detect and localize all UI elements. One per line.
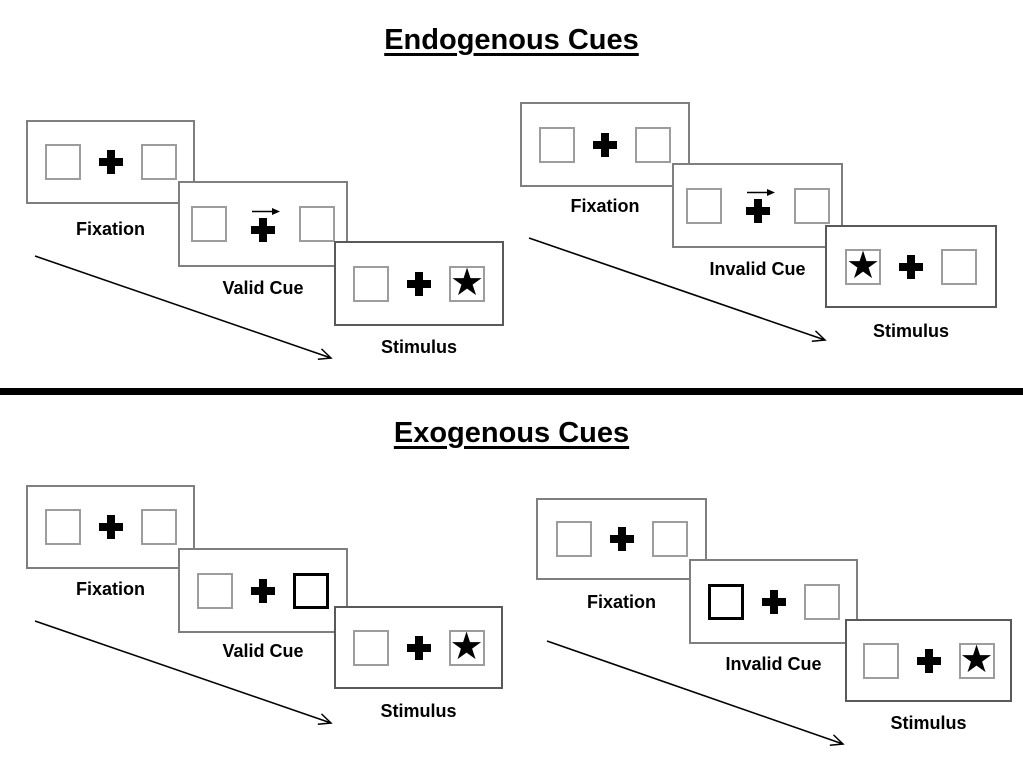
panel-label: Stimulus — [380, 701, 457, 721]
star-target-icon: ★ — [449, 261, 485, 304]
left-box — [539, 126, 575, 163]
panel-label: Fixation — [586, 592, 656, 612]
panel-label: Fixation — [570, 196, 640, 216]
fixation-cross-icon — [609, 527, 634, 551]
panel-label: Invalid Cue — [725, 654, 822, 674]
right-arrow-icon — [746, 189, 775, 196]
right-box: ★ — [449, 261, 485, 304]
right-arrow-icon — [252, 207, 280, 215]
panel-label: Invalid Cue — [709, 259, 806, 279]
valid-cue-panel — [178, 181, 348, 267]
right-box — [651, 521, 688, 557]
section-divider — [0, 388, 1023, 395]
panel-label: Valid Cue — [222, 278, 304, 298]
star-target-icon: ★ — [449, 625, 484, 668]
flashed-box-cue — [293, 572, 329, 609]
right-box — [140, 509, 177, 545]
valid-cue-panel — [178, 548, 348, 633]
right-box — [803, 583, 840, 620]
right-box: ★ — [448, 625, 485, 668]
star-target-icon: ★ — [845, 244, 881, 287]
right-box — [140, 144, 177, 180]
right-box — [635, 126, 671, 163]
invalid-cue-panel — [672, 163, 843, 248]
fixation-cross-icon — [98, 515, 123, 539]
fixation-cross-icon — [761, 589, 786, 614]
flashed-box-cue — [707, 583, 744, 620]
timeline-arrow-endogenous-valid — [34, 255, 333, 361]
star-target-icon: ★ — [959, 638, 994, 681]
section-title-exogenous: Exogenous Cues — [393, 417, 630, 449]
fixation-cross-icon — [407, 271, 431, 296]
panel-label: Valid Cue — [222, 641, 304, 661]
fixation-panel — [26, 485, 195, 569]
timeline-arrow-endogenous-invalid — [528, 237, 827, 343]
fixation-cross-icon — [916, 648, 941, 673]
left-box — [191, 206, 227, 242]
left-box — [352, 629, 389, 666]
right-box — [299, 206, 335, 242]
left-box — [353, 265, 389, 302]
fixation-panel — [536, 498, 707, 580]
panel-label: Stimulus — [872, 321, 949, 341]
fixation-cross-icon — [251, 578, 275, 603]
stimulus-panel: ★ — [825, 225, 997, 308]
fixation-cross-icon — [251, 217, 275, 242]
panel-label: Stimulus — [890, 713, 967, 733]
left-box — [44, 144, 81, 180]
panel-label: Fixation — [75, 579, 145, 599]
fixation-cross-icon — [745, 199, 770, 223]
stimulus-panel: ★ — [334, 606, 503, 689]
fixation-panel — [520, 102, 690, 187]
section-title-endogenous: Endogenous Cues — [384, 24, 639, 56]
fixation-cross-icon — [98, 150, 123, 174]
panel-label: Stimulus — [380, 337, 457, 357]
fixation-panel — [26, 120, 195, 204]
left-box — [44, 509, 81, 545]
fixation-cross-icon — [899, 254, 923, 279]
right-box: ★ — [958, 638, 995, 681]
invalid-cue-panel — [689, 559, 858, 644]
timeline-arrow-exogenous-valid — [34, 620, 333, 726]
stimulus-panel: ★ — [845, 619, 1012, 702]
fixation-cross-icon — [593, 132, 617, 157]
stimulus-panel: ★ — [334, 241, 504, 326]
left-box: ★ — [845, 244, 881, 287]
left-box — [685, 187, 722, 224]
panel-label: Fixation — [75, 219, 145, 239]
left-box — [555, 521, 592, 557]
right-box — [793, 187, 830, 224]
right-box — [941, 248, 977, 285]
central-cue — [245, 207, 281, 242]
fixation-cross-icon — [406, 635, 431, 660]
central-cue — [740, 188, 776, 223]
left-box — [197, 572, 233, 609]
left-box — [862, 642, 899, 679]
